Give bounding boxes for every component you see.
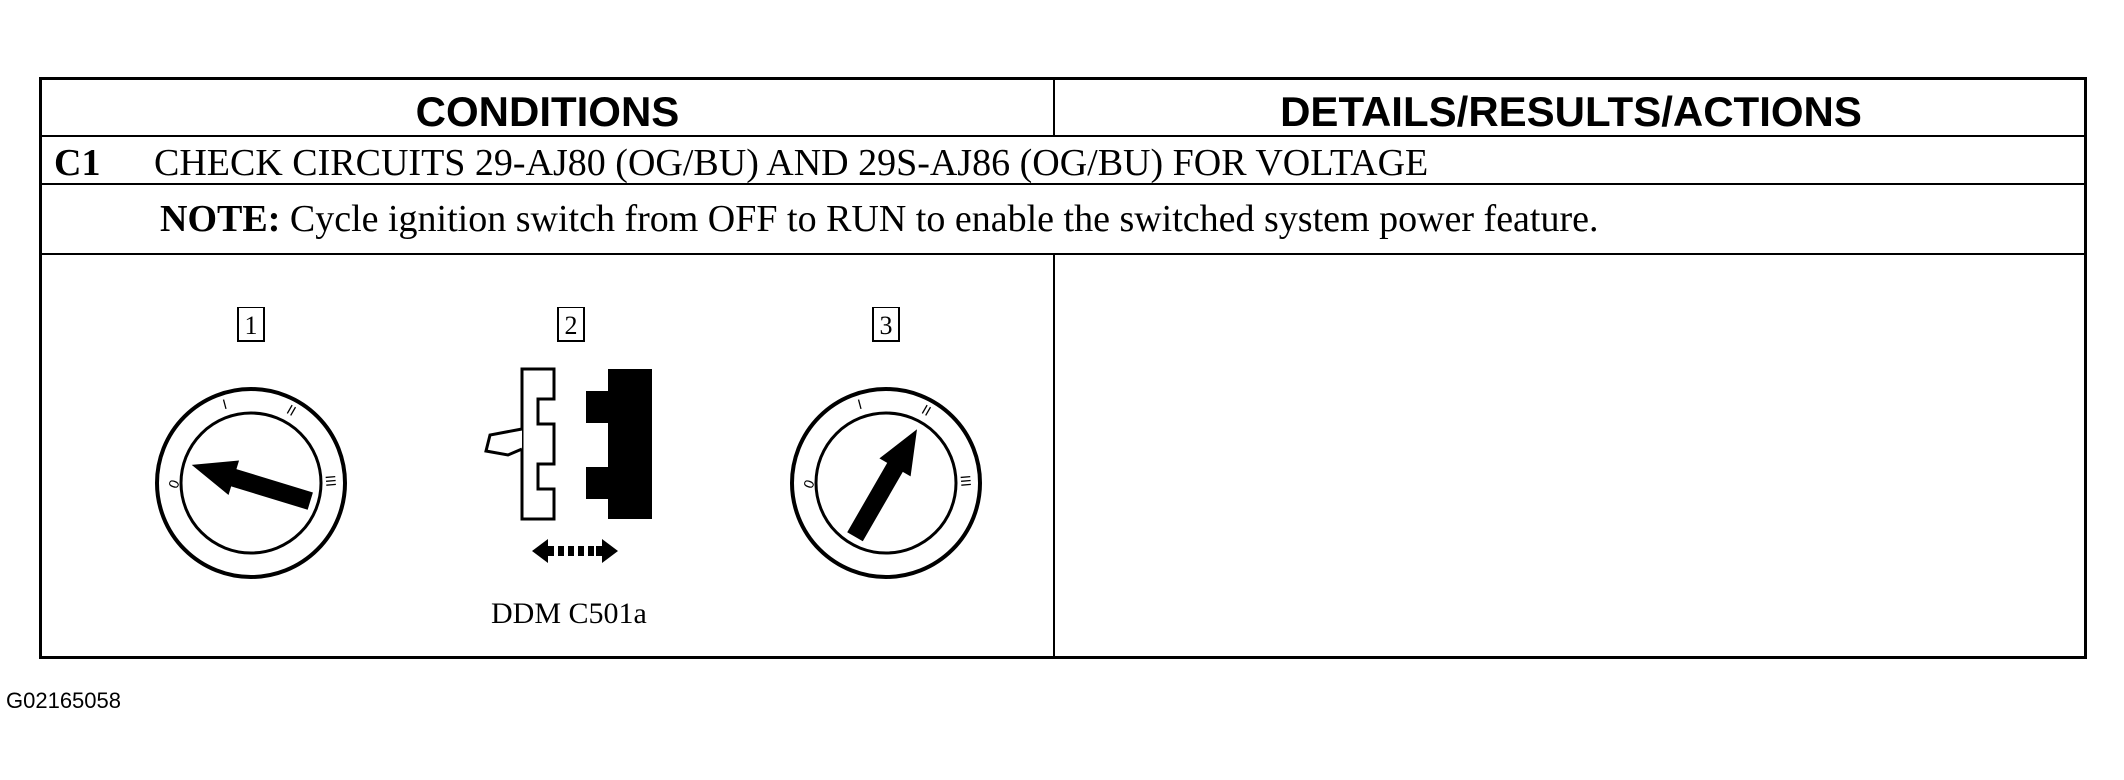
figure-id: G02165058: [6, 688, 121, 713]
note-text: NOTE: Cycle ignition switch from OFF to …: [160, 197, 1599, 241]
callout-3: 3: [872, 307, 900, 342]
body-divider: [1053, 255, 1055, 656]
step-row: C1 CHECK CIRCUITS 29-AJ80 (OG/BU) AND 29…: [42, 137, 2084, 185]
dial-mark-1: I: [221, 396, 229, 412]
note-row: NOTE: Cycle ignition switch from OFF to …: [42, 185, 2084, 255]
connector-figure: 1 2 3 0 I II III: [155, 307, 982, 579]
connector-caption: DDM C501a: [491, 597, 647, 630]
conditions-header: CONDITIONS: [415, 88, 680, 135]
note-prefix: NOTE:: [160, 198, 281, 240]
table-header-row: CONDITIONS DETAILS/RESULTS/ACTIONS: [42, 80, 2084, 137]
step-title: CHECK CIRCUITS 29-AJ80 (OG/BU) AND 29S-A…: [154, 142, 1429, 184]
dial-mark-3-run: III: [958, 474, 975, 487]
details-header: DETAILS/RESULTS/ACTIONS: [1280, 88, 1862, 135]
dial-mark-1-run: I: [856, 396, 864, 412]
header-divider: [1053, 80, 1055, 137]
diagnostic-table: CONDITIONS DETAILS/RESULTS/ACTIONS C1 CH…: [39, 77, 2087, 659]
callout-2: 2: [557, 307, 585, 342]
callout-2-label: 2: [565, 311, 578, 340]
connector-disconnect-icon: [484, 367, 652, 563]
ignition-switch-run-icon: 0 I II III: [790, 387, 982, 579]
figure-row: 1 2 3 0 I II III: [42, 255, 2084, 656]
step-label: C1: [54, 142, 101, 184]
dial-mark-3: III: [323, 474, 340, 487]
callout-1: 1: [237, 307, 265, 342]
ignition-switch-off-icon: 0 I II III: [155, 387, 347, 579]
note-body: Cycle ignition switch from OFF to RUN to…: [280, 198, 1599, 240]
callout-3-label: 3: [880, 311, 893, 340]
callout-1-label: 1: [245, 311, 258, 340]
